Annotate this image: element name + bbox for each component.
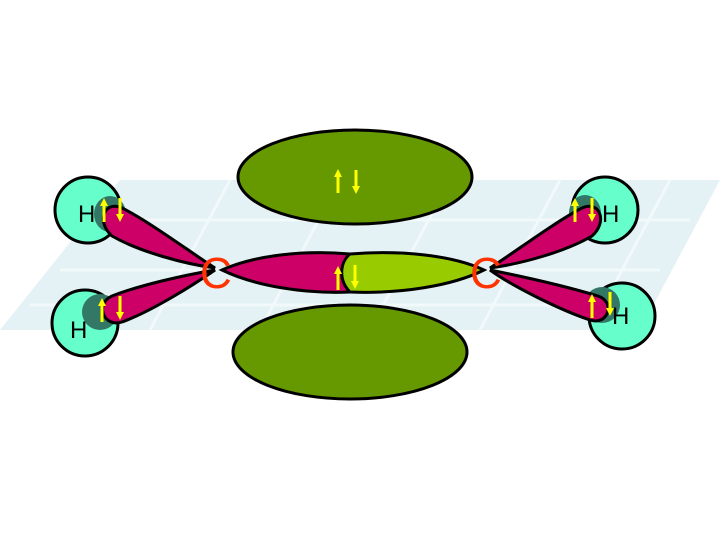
atom-label-h-bottom-left: H <box>70 317 87 344</box>
atom-label-c-right: C <box>470 249 502 298</box>
sp2-lobe-right-upper <box>489 204 603 270</box>
atom-label-h-bottom-right: H <box>612 303 629 330</box>
electron-pair-ch-bottom-left <box>98 296 124 322</box>
electron-pair-ch-top-right <box>571 198 596 222</box>
electron-pair-pi <box>334 169 360 194</box>
atom-label-h-top-left: H <box>78 201 95 228</box>
sp2-lobe-left-lower <box>101 268 216 325</box>
electron-pair-sigma-cc <box>334 265 359 290</box>
atom-label-h-top-right: H <box>602 201 619 228</box>
atom-label-c-left: C <box>200 249 232 298</box>
pi-lobe-lower <box>231 303 469 401</box>
electron-pair-ch-top-left <box>100 198 124 222</box>
electron-pair-ch-bottom-right <box>588 292 614 318</box>
